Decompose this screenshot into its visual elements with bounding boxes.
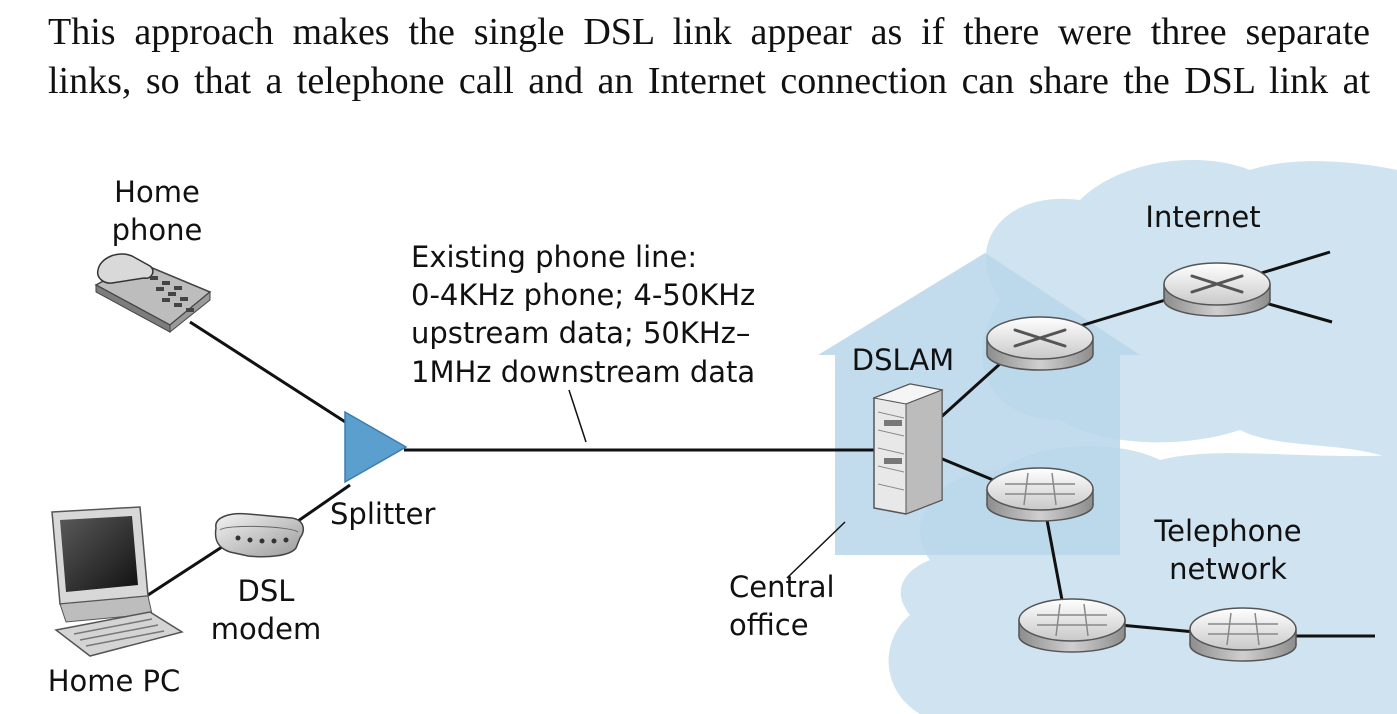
switch-to-switch-link-2 [1119,623,1196,634]
telephone-icon [94,253,212,334]
central-office-label-line2: office [729,608,809,642]
dslam-to-internet-router-link [938,360,1004,420]
central-office-label: Central [729,570,835,604]
paragraph-line-2: links, so that a telephone call and an I… [48,60,1370,102]
dslam-to-phone-switch-link [939,456,999,484]
computer-icon [51,506,184,657]
paragraph-line-1: This approach makes the single DSL link … [48,11,1370,53]
splitter-label: Splitter [330,497,436,531]
central-office-leader [786,521,846,579]
dsl-modem-label-line2: modem [211,612,322,646]
dsl-modem-icon [214,512,305,558]
links [124,250,1375,638]
body-paragraph: This approach makes the single DSL link … [48,8,1370,106]
phone-line-label-line2: 0-4KHz phone; 4-50KHz [411,278,755,312]
dsl-modem-label: DSL [238,574,295,608]
telephone-network-label-line2: network [1169,552,1287,586]
splitter-icon [344,410,408,484]
router-icon [1163,262,1271,317]
phone-switch-icon [1018,598,1126,653]
switch-to-switch-link [1045,519,1064,601]
dslam-label: DSLAM [852,343,954,377]
phone-line-label-line4: 1MHz downstream data [411,355,755,389]
home-phone-label-line2: phone [112,213,203,247]
router-icon [986,316,1094,371]
phone-line-leader [568,389,587,443]
dslam-rack-icon [872,383,944,515]
phone-line-label: Existing phone line: [411,240,697,274]
phone-to-splitter-link [189,320,351,427]
internet-label: Internet [1145,200,1260,234]
phone-switch-icon [1189,607,1297,662]
home-phone-label: Home [114,175,200,209]
internet-edge-link-1 [1254,250,1331,277]
home-pc-label: Home PC [48,664,181,698]
internet-router-link [1079,296,1173,328]
phone-switch-icon [986,467,1094,522]
phone-line-label-line3: upstream data; 50KHz– [411,316,750,350]
telephone-network-label: Telephone [1153,514,1301,548]
